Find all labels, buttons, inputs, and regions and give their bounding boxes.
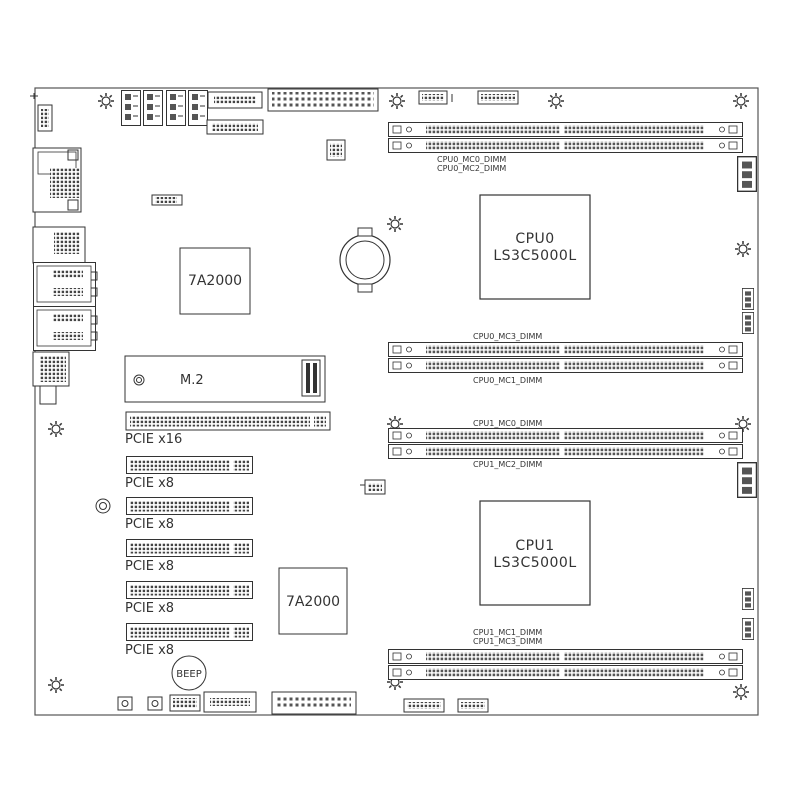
beeper-label: BEEP <box>176 669 202 680</box>
side-header <box>742 618 754 640</box>
dimm-label: CPU0_MC2_DIMM <box>437 164 506 173</box>
bottom-header <box>203 691 257 713</box>
front-panel-header <box>207 91 263 109</box>
fan-header <box>188 90 208 126</box>
dimm-slot-cpu0-mc0 <box>388 122 743 137</box>
pcie-slot-label: PCIE x8 <box>125 559 174 574</box>
small-jumper <box>151 194 183 206</box>
dimm-label: CPU1_MC1_DIMM <box>473 628 542 637</box>
dimm-label: CPU1_MC2_DIMM <box>473 460 542 469</box>
m2-slot <box>124 355 326 403</box>
dimm-label: CPU0_MC0_DIMM <box>437 155 506 164</box>
rear-io-dual-lan <box>32 226 86 264</box>
chipset-top-label: 7A2000 <box>188 273 242 289</box>
bottom-header <box>403 698 445 713</box>
cpu0-model: LS3C5000L <box>493 248 576 264</box>
pcie-x8-slot <box>126 539 253 557</box>
pcie-slot-label: PCIE x16 <box>125 432 182 447</box>
dimm-label: CPU1_MC0_DIMM <box>473 419 542 428</box>
dimm-label: CPU0_MC3_DIMM <box>473 332 542 341</box>
cmos-battery <box>339 227 391 293</box>
pcie-slot-label: PCIE x8 <box>125 476 174 491</box>
rear-io-audio <box>32 351 70 405</box>
pcie-x8-slot <box>126 581 253 599</box>
rear-io-rj45-usb <box>32 147 82 213</box>
dimm-label: CPU0_MC1_DIMM <box>473 376 542 385</box>
pcie-slot-label: PCIE x8 <box>125 643 174 658</box>
cpu0-package <box>479 194 591 300</box>
com-header <box>477 90 519 105</box>
atx-power-connector <box>267 88 379 112</box>
dimm-slot-cpu0-mc1 <box>388 358 743 373</box>
side-header <box>742 288 754 310</box>
dimm-slot-cpu1-mc2 <box>388 444 743 459</box>
dimm-label: CPU1_MC3_DIMM <box>473 637 542 646</box>
dimm-slot-cpu0-mc2 <box>388 138 743 153</box>
pcie-x8-slot <box>126 623 253 641</box>
bottom-header <box>169 694 201 712</box>
small-connector <box>360 479 386 495</box>
pcie-slot-label: PCIE x8 <box>125 601 174 616</box>
fan-header <box>121 90 141 126</box>
side-header <box>742 588 754 610</box>
dimm-slot-cpu0-mc3 <box>388 342 743 357</box>
chipset-bottom-label: 7A2000 <box>286 594 340 610</box>
dimm-slot-cpu1-mc0 <box>388 428 743 443</box>
m2-label: M.2 <box>180 373 204 388</box>
pcie-x8-slot <box>126 497 253 515</box>
pcie-slot-label: PCIE x8 <box>125 517 174 532</box>
chipset-top <box>179 247 251 315</box>
chipset-bottom <box>278 567 348 635</box>
pcie-x8-slot <box>126 456 253 474</box>
small-connector <box>418 90 453 105</box>
cpu1-package <box>479 500 591 606</box>
beeper <box>171 655 207 691</box>
cpu-fan-header <box>737 156 757 192</box>
spi-header <box>326 139 346 161</box>
cpu-fan-header <box>737 462 757 498</box>
fan-header <box>143 90 163 126</box>
bottom-button <box>147 696 163 711</box>
bottom-power-connector <box>271 691 357 715</box>
side-header <box>742 312 754 334</box>
fan-header <box>166 90 186 126</box>
dimm-slot-cpu1-mc3 <box>388 665 743 680</box>
cpu1-model: LS3C5000L <box>493 555 576 571</box>
usb-stack-connector <box>33 306 98 351</box>
cpu0-name: CPU0 <box>515 231 554 247</box>
usb-stack-connector <box>33 262 98 307</box>
standoff <box>95 498 111 514</box>
bottom-header <box>457 698 489 713</box>
cpu1-name: CPU1 <box>515 538 554 554</box>
bottom-button <box>117 696 133 711</box>
dimm-slot-cpu1-mc1 <box>388 649 743 664</box>
usb-header <box>206 119 264 135</box>
